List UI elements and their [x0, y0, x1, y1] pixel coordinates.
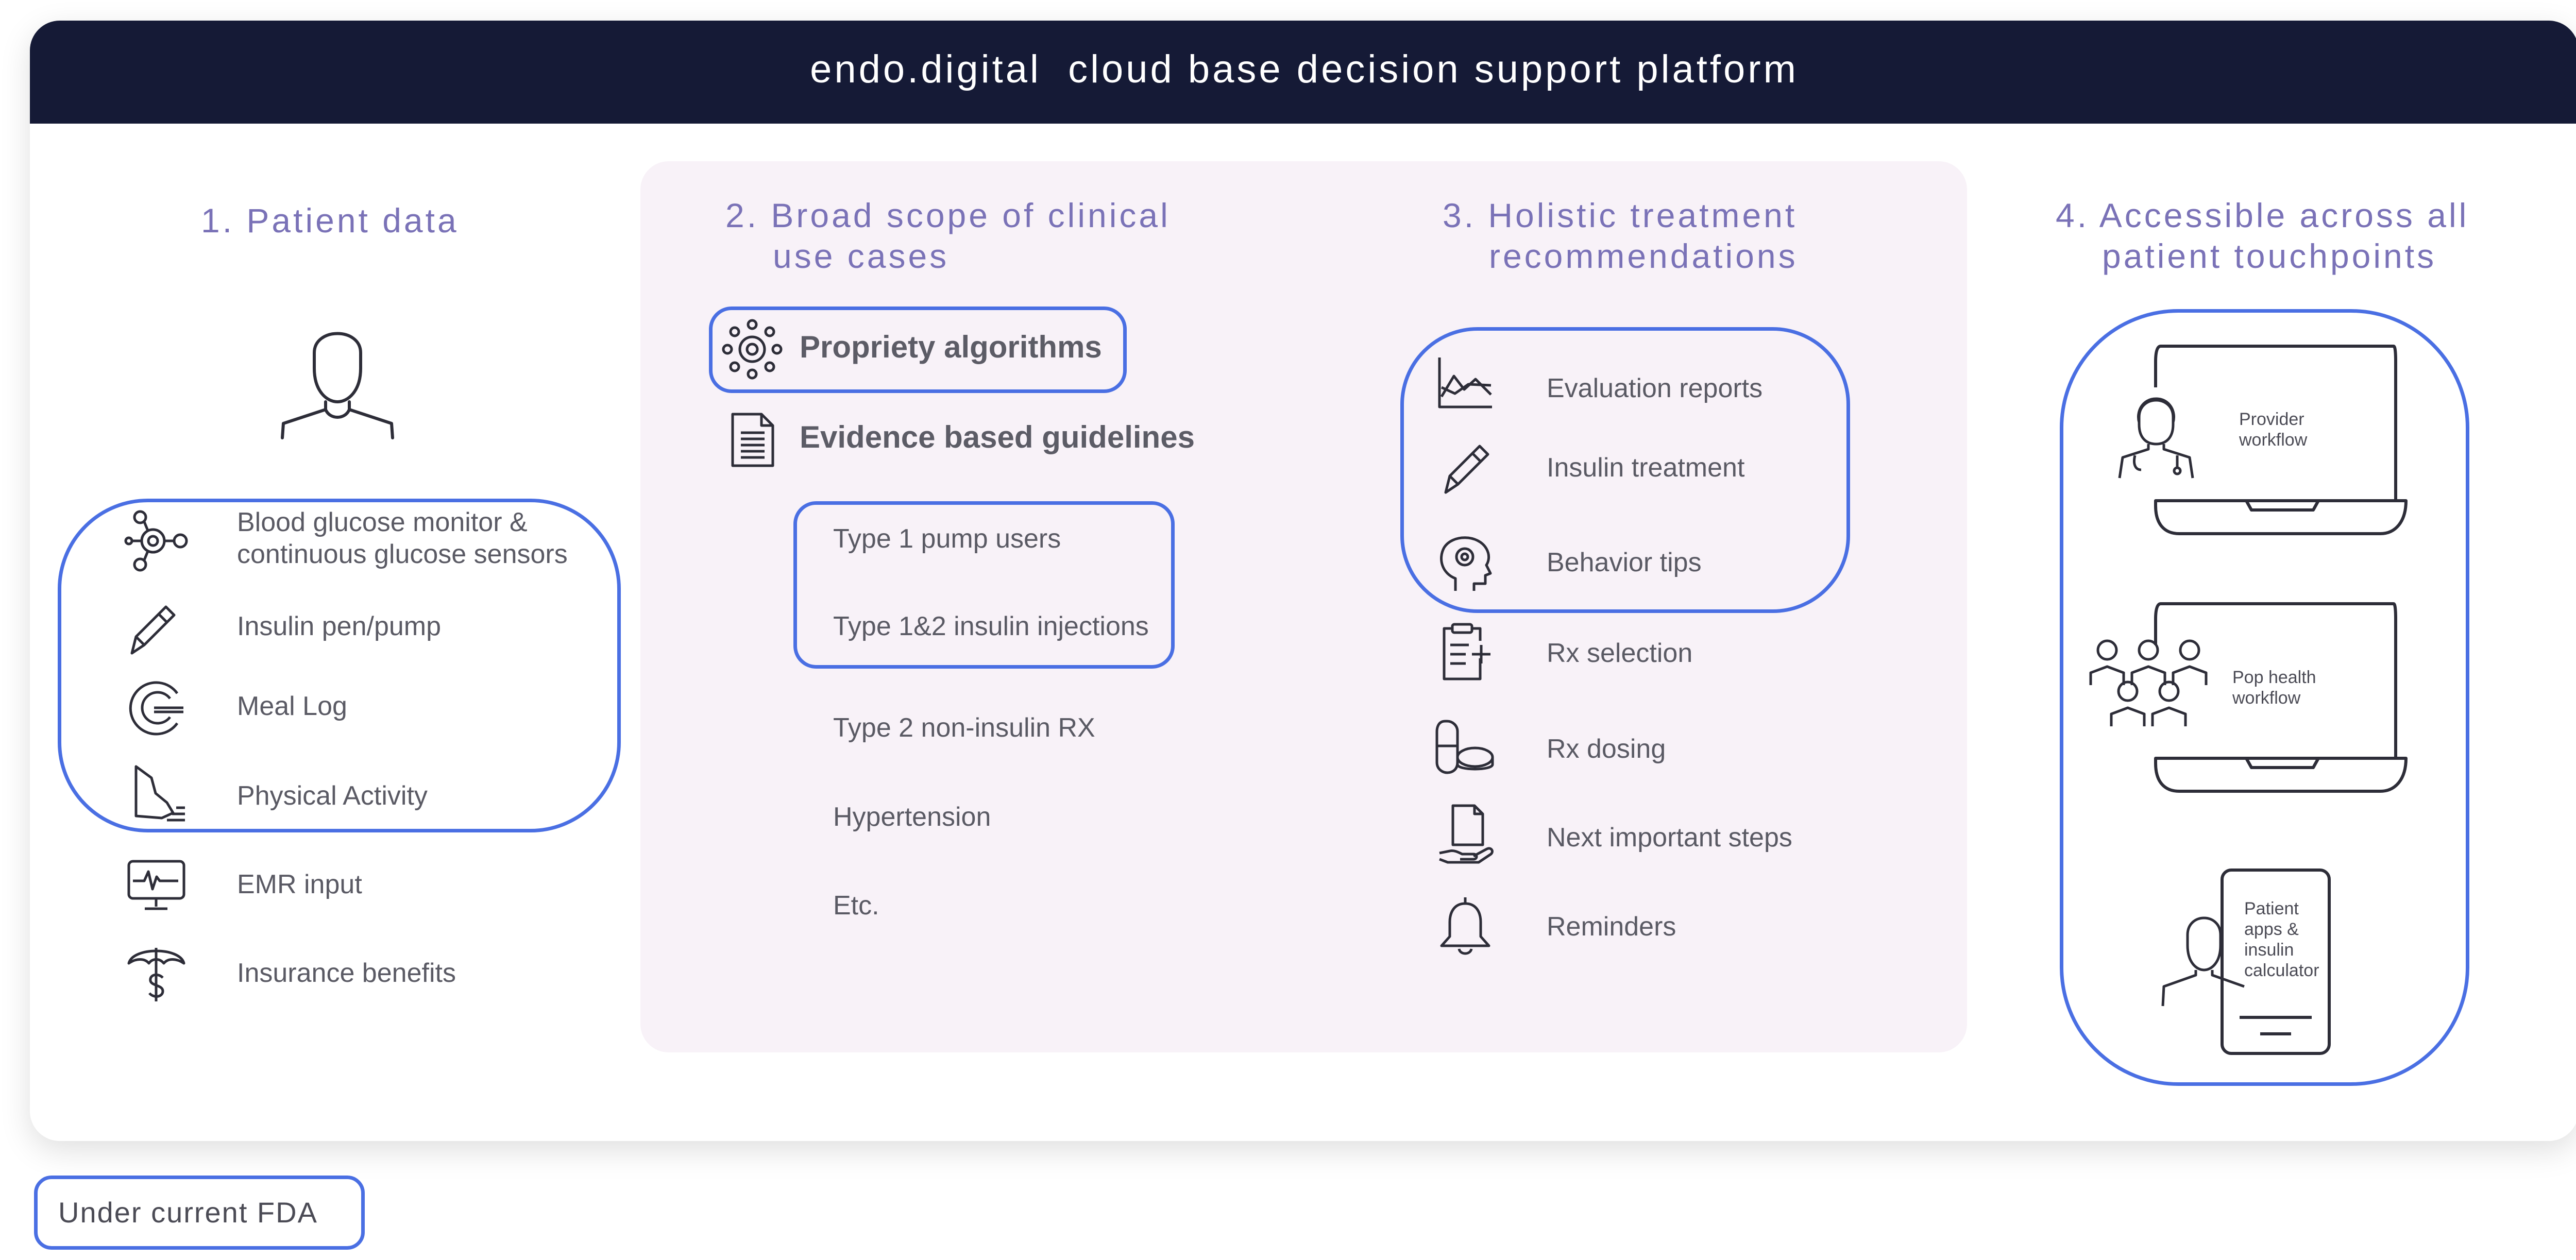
monitor-ecg-icon — [127, 859, 186, 913]
running-shoe-icon — [126, 762, 188, 824]
rx-dosing-label: Rx dosing — [1547, 734, 1666, 764]
doctor-icon — [2112, 391, 2200, 479]
use-case-hypertension: Hypertension — [833, 802, 991, 832]
fda-legend-label: Under current FDA — [58, 1196, 318, 1229]
heading-patient-data: 1. Patient data — [201, 201, 459, 240]
clipboard-plus-icon — [1440, 622, 1492, 682]
heading-clinical-line1: 2. Broad scope of clinical — [725, 196, 1171, 234]
heading-touchpoints-line2: patient touchpoints — [2102, 237, 2437, 275]
header-banner — [30, 21, 2576, 124]
heading-clinical-line2: use cases — [773, 237, 950, 275]
heading-treatment-line2: recommendations — [1489, 237, 1798, 275]
heading-treatment-line1: 3. Holistic treatment — [1443, 196, 1798, 234]
insulin-treatment-label: Insulin treatment — [1547, 453, 1745, 483]
fda-group-type1 — [793, 501, 1175, 669]
insulin-pen-label: Insulin pen/pump — [237, 611, 442, 641]
propriety-algorithms-label: Propriety algorithms — [800, 330, 1102, 364]
use-case-type1-pump: Type 1 pump users — [833, 524, 1061, 554]
insulin-pen-icon — [1443, 442, 1492, 496]
pills-icon — [1435, 716, 1494, 775]
laptop-provider-icon — [2112, 345, 2411, 537]
physical-activity-label: Physical Activity — [237, 781, 428, 811]
fda-group-patient-inputs — [58, 499, 621, 832]
patient-person-icon — [2159, 909, 2249, 1007]
blood-glucose-label-line2: continuous glucose sensors — [237, 539, 568, 569]
patient-apps-line3: insulin — [2244, 940, 2294, 960]
group-people-icon — [2087, 639, 2210, 731]
behavior-tips-label: Behavior tips — [1547, 548, 1702, 577]
use-case-etc: Etc. — [833, 891, 879, 921]
patient-apps-line2: apps & — [2244, 920, 2299, 939]
page-title: endo.digital cloud base decision support… — [810, 47, 1799, 91]
use-case-type12-injections: Type 1&2 insulin injections — [833, 611, 1149, 641]
emr-input-label: EMR input — [237, 870, 362, 899]
insurance-benefits-label: Insurance benefits — [237, 958, 456, 988]
patient-apps-line4: calculator — [2244, 961, 2319, 980]
patient-apps-line1: Patient — [2244, 899, 2299, 918]
umbrella-dollar-icon — [127, 943, 186, 1004]
document-hand-icon — [1437, 804, 1494, 865]
next-steps-label: Next important steps — [1547, 823, 1792, 853]
meal-log-label: Meal Log — [237, 691, 347, 721]
bell-icon — [1438, 895, 1493, 957]
fda-group-treatment — [1400, 327, 1850, 613]
heading-touchpoints-line1: 4. Accessible across all — [2056, 196, 2469, 234]
use-case-type2-non-insulin: Type 2 non-insulin RX — [833, 713, 1095, 743]
glucose-sensor-icon — [124, 510, 189, 572]
blood-glucose-label-line1: Blood glucose monitor & — [237, 507, 528, 537]
head-gear-icon — [1435, 533, 1494, 592]
insulin-pen-icon — [129, 603, 178, 657]
laptop-pop-health-icon — [2112, 602, 2411, 794]
provider-workflow-line2: workflow — [2239, 430, 2308, 450]
document-icon — [731, 412, 775, 468]
fda-group-propriety — [709, 307, 1127, 393]
evidence-guidelines-label: Evidence based guidelines — [800, 420, 1195, 454]
rx-selection-label: Rx selection — [1547, 638, 1693, 668]
pop-health-line1: Pop health — [2232, 668, 2316, 687]
fda-group-touchpoints — [2060, 309, 2469, 1086]
reminders-label: Reminders — [1547, 912, 1676, 942]
pop-health-line2: workflow — [2232, 688, 2301, 708]
phone-icon — [2219, 868, 2332, 1056]
provider-workflow-line1: Provider — [2239, 410, 2304, 429]
patient-person-icon — [278, 314, 397, 443]
line-chart-icon — [1437, 355, 1494, 410]
fda-legend-box: Under current FDA — [34, 1176, 365, 1250]
evaluation-reports-label: Evaluation reports — [1547, 373, 1763, 403]
gear-network-icon — [721, 318, 783, 380]
meal-plate-icon — [126, 678, 185, 737]
